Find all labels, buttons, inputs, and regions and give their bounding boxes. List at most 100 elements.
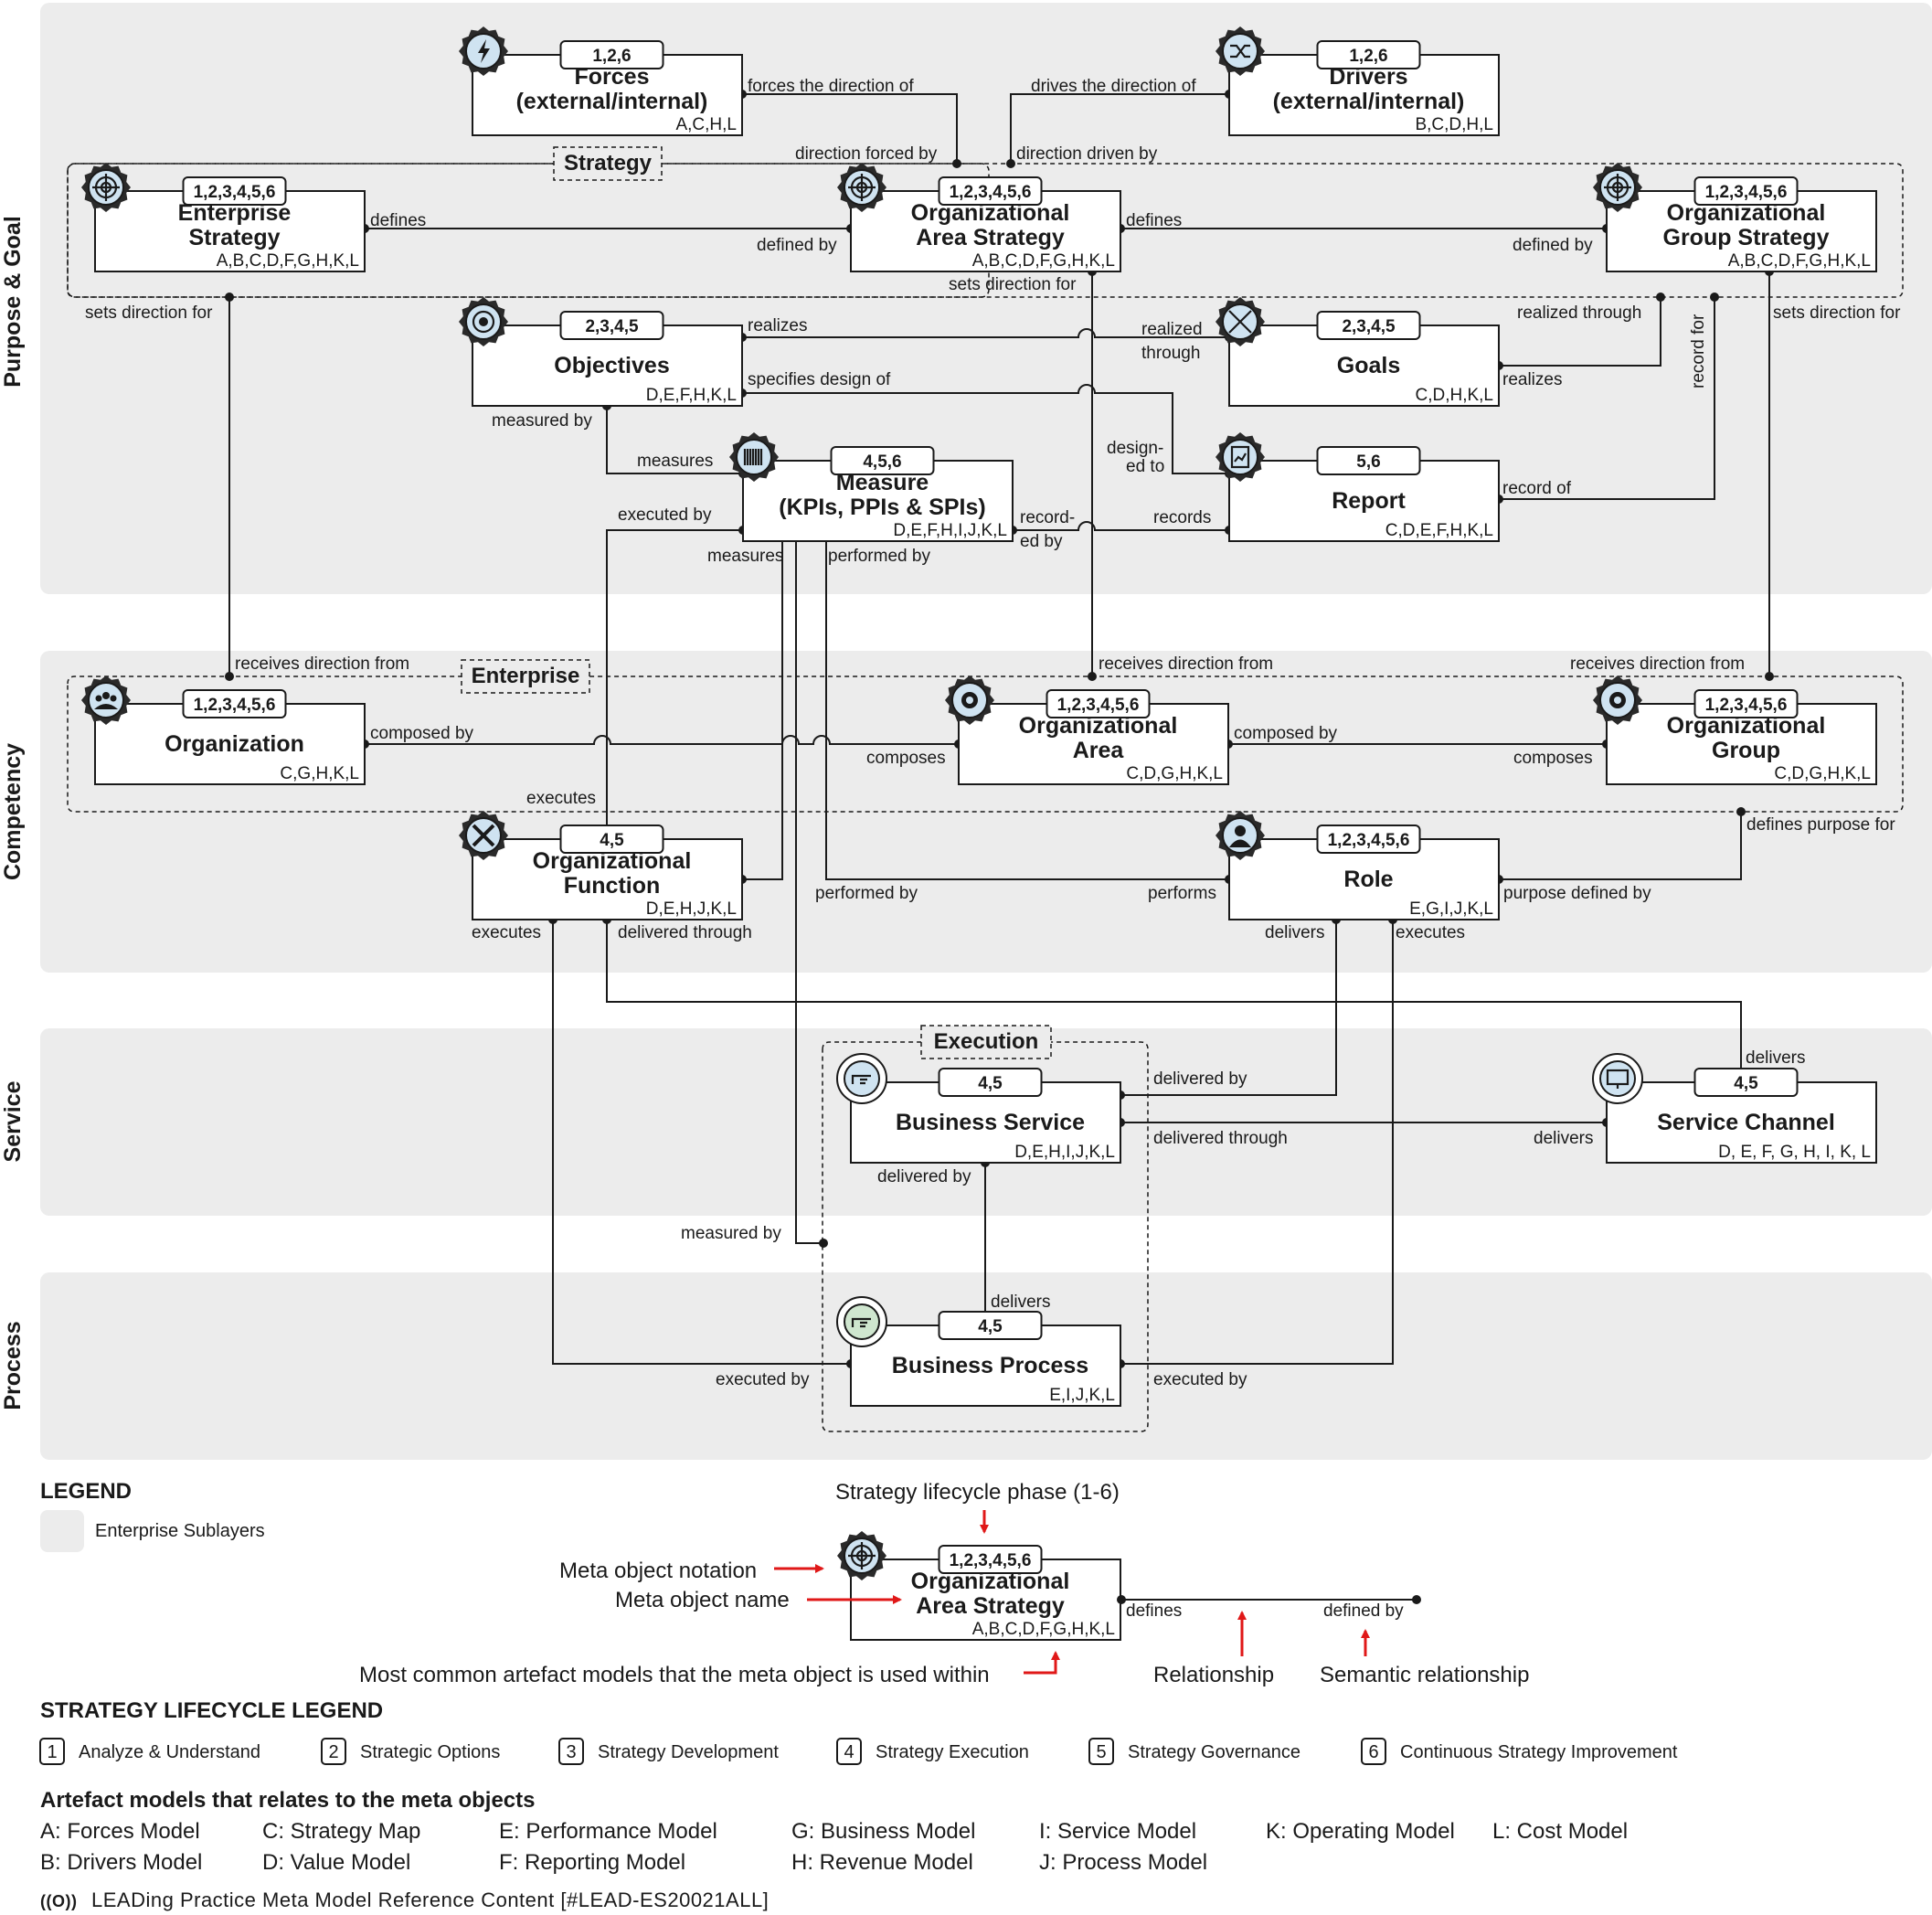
connector-line	[1499, 297, 1661, 367]
connector-dot	[225, 672, 234, 681]
rel-measured-by-1: measured by	[492, 411, 592, 431]
artefact-item: F: Reporting Model	[499, 1850, 685, 1875]
rel-recorded-by-a: record-	[1020, 508, 1075, 527]
rel-performed-by-1: performed by	[828, 547, 930, 566]
artefact-list: E,I,J,K,L	[1049, 1386, 1115, 1405]
rel-defines-purpose-for: defines purpose for	[1746, 815, 1895, 835]
object-name: Organizational	[911, 200, 1070, 226]
rel-realizes-2: realizes	[1502, 370, 1562, 389]
connector-line	[1010, 93, 1229, 164]
lifecycle-phase-label: Strategy Development	[598, 1742, 779, 1762]
footer: ((O)) LEADing Practice Meta Model Refere…	[40, 1888, 769, 1911]
rel-recorded-by-b: ed by	[1020, 532, 1063, 551]
connector-line	[1499, 297, 1715, 500]
rel-direction-forced-by: direction forced by	[795, 144, 938, 164]
phase-label: 1,2,3,4,5,6	[950, 1551, 1032, 1570]
object-name: Service Channel	[1657, 1110, 1835, 1135]
phase-label: 1,2,6	[592, 47, 631, 66]
phase-label: 5,6	[1356, 452, 1380, 472]
rel-sets-direction-3: sets direction for	[1773, 303, 1901, 323]
rel-composes-2: composes	[1513, 749, 1593, 768]
rel-receives-direction-3: receives direction from	[1570, 654, 1745, 674]
relationship-labels: forces the direction of direction forced…	[85, 77, 1901, 1389]
report-icon	[1215, 432, 1265, 482]
artefact-item: H: Revenue Model	[791, 1850, 973, 1875]
lifecycle-phase-label: Strategy Governance	[1128, 1742, 1300, 1762]
phase-label: 4,5	[978, 1074, 1003, 1093]
lane-label-competency: Competency	[0, 743, 26, 880]
rel-specifies-design-of: specifies design of	[748, 370, 891, 389]
rel-defined-by-1: defined by	[757, 236, 837, 255]
artefact-legend: Artefact models that relates to the meta…	[40, 1788, 1628, 1875]
connector-dot	[1656, 293, 1665, 302]
phase-label: 1,2,3,4,5,6	[1705, 183, 1788, 202]
target-icon	[1593, 163, 1642, 212]
artefact-item: I: Service Model	[1039, 1819, 1196, 1844]
legend-semantic-caption: Semantic relationship	[1320, 1663, 1529, 1687]
artefact-list: B,C,D,H,L	[1415, 115, 1493, 134]
legend-name-caption: Meta object name	[615, 1588, 790, 1612]
gear-icon	[945, 676, 994, 725]
lifecycle-phase-number: 1	[47, 1742, 57, 1762]
object-ent-strategy[interactable]: 1,2,3,4,5,6EnterpriseStrategyA,B,C,D,F,G…	[81, 163, 366, 272]
rel-composed-by-2: composed by	[1234, 724, 1338, 743]
rel-direction-driven-by: direction driven by	[1016, 144, 1158, 164]
rel-executes-1: executes	[526, 789, 596, 808]
group-enterprise-label-box	[461, 659, 590, 694]
object-name: Group Strategy	[1663, 225, 1830, 250]
group-strategy-label: Strategy	[564, 151, 653, 176]
rel-measures-2: measures	[707, 547, 783, 566]
connector-dot	[1765, 672, 1774, 681]
phase-label: 1,2,3,4,5,6	[1057, 696, 1140, 715]
connector-line	[742, 384, 1229, 474]
connector-dot	[1088, 672, 1097, 681]
phase-label: 1,2,3,4,5,6	[1328, 831, 1410, 850]
lane-label-process: Process	[0, 1321, 26, 1410]
object-name: (external/internal)	[1273, 89, 1465, 114]
lifecycle-title: STRATEGY LIFECYCLE LEGEND	[40, 1698, 383, 1723]
rel-drives-direction: drives the direction of	[1031, 77, 1196, 96]
artefact-list: A,B,C,D,F,G,H,K,L	[217, 251, 359, 271]
artefact-list: D, E, F, G, H, I, K, L	[1718, 1143, 1871, 1162]
legend: LEGEND Enterprise Sublayers Strategy lif…	[40, 1479, 1529, 1687]
artefact-item: E: Performance Model	[499, 1819, 717, 1844]
object-name: Group	[1712, 738, 1780, 763]
object-name: (KPIs, PPIs & SPIs)	[779, 495, 985, 520]
legend-phase-caption: Strategy lifecycle phase (1-6)	[835, 1480, 1120, 1505]
meta-objects: 1,2,6Forces(external/internal)A,C,H,L1,2…	[81, 27, 1877, 1407]
rel-realized-through-2: realized through	[1517, 303, 1641, 323]
rel-delivers-1: delivers	[1265, 923, 1324, 942]
object-org-group[interactable]: 1,2,3,4,5,6OrganizationalGroupC,D,G,H,K,…	[1593, 676, 1877, 785]
object-name: Area Strategy	[916, 225, 1065, 250]
lane-label-service: Service	[0, 1080, 26, 1162]
object-name: Strategy	[188, 225, 280, 250]
object-name: Forces	[575, 64, 650, 90]
hand-icon	[836, 1296, 887, 1347]
phase-label: 4,5	[1734, 1074, 1758, 1093]
phase-label: 4,5	[600, 831, 624, 850]
bullseye-icon	[459, 297, 508, 346]
object-name: Area Strategy	[916, 1593, 1065, 1619]
object-name: Function	[564, 873, 661, 899]
connector-dot	[225, 293, 234, 302]
target-icon	[837, 1531, 886, 1580]
rel-realized-through-a: realized	[1141, 320, 1203, 339]
